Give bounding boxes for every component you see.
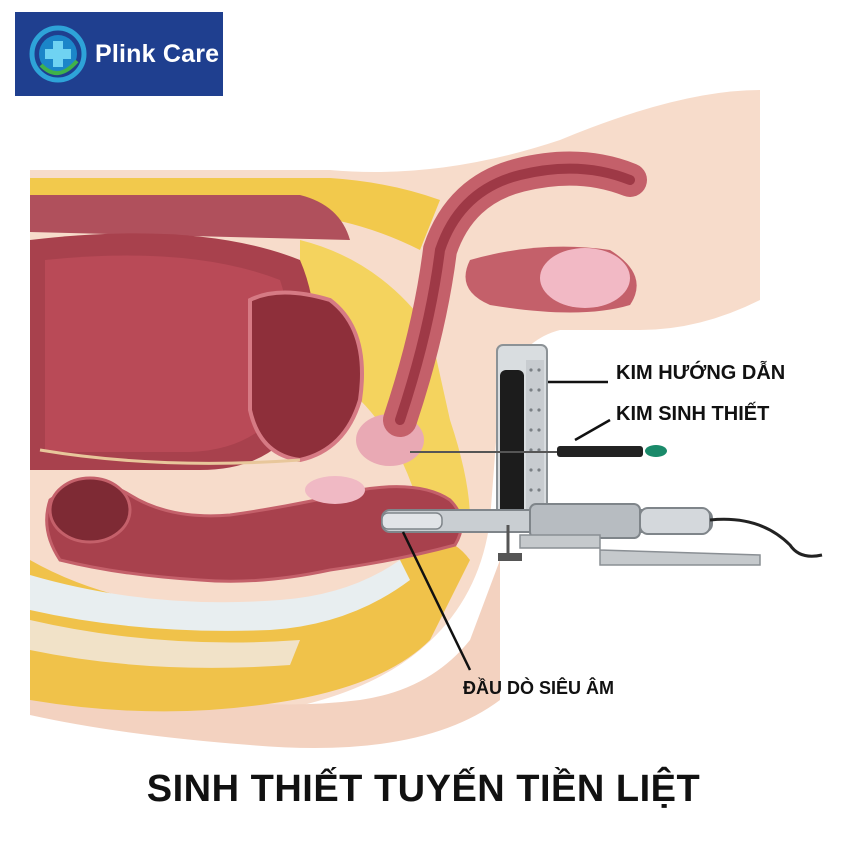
medical-cross-icon [29,25,87,83]
guide-grid [526,360,544,510]
probe-tip [381,512,443,530]
urethra-core [395,163,635,425]
probe-segment [529,503,641,539]
biopsy-needle-handle [557,446,643,457]
stand-foot [498,553,522,561]
probe-stand [519,534,761,566]
diagram-caption: SINH THIẾT TUYẾN TIỀN LIỆT [146,768,701,810]
seminal-vesicle [305,476,365,504]
brand-name: Plink Care [95,39,220,68]
label-ultrasound-probe: ĐẦU DÒ SIÊU ÂM [463,678,615,698]
probe-cable [709,517,823,558]
intestine-inner [45,255,290,452]
probe-end [639,507,711,535]
bone-base [30,620,300,668]
guide-bar [500,370,524,530]
leader-probe [401,531,472,671]
guide-holes [529,368,541,492]
testis [540,248,630,308]
bladder [248,290,364,463]
colon-loop [48,476,132,544]
pelvic-line [39,448,301,465]
abdominal-muscle [30,195,350,240]
label-biopsy-needle: KIM SINH THIẾT [616,403,770,425]
biopsy-needle-tip [645,445,667,457]
label-guide-needle: KIM HƯỚNG DẪN [616,362,786,384]
brand-logo: Plink Care [15,12,223,96]
leader-biopsy [574,418,611,442]
spine [30,560,410,631]
